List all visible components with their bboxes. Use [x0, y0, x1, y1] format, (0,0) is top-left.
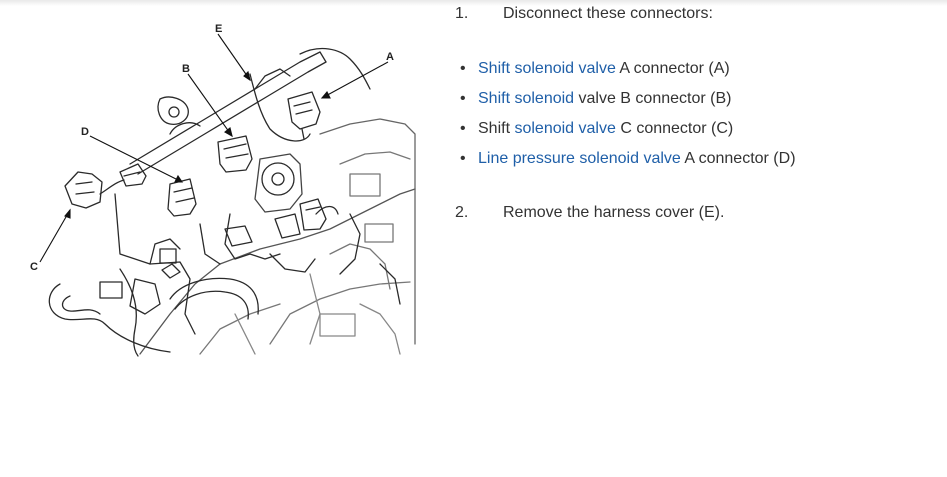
bullet: • — [460, 60, 466, 77]
shift-solenoid-valve-link[interactable]: Shift solenoid valve — [478, 60, 616, 77]
callout-e: E — [215, 23, 222, 35]
list-item: • Line pressure solenoid valve A connect… — [460, 150, 796, 180]
shift-solenoid-link[interactable]: Shift solenoid — [478, 90, 575, 107]
step-number: 2. — [455, 204, 469, 221]
callout-c: C — [30, 261, 38, 273]
connector-desc: A connector (A) — [615, 60, 730, 77]
connector-prefix: Shift — [478, 120, 515, 137]
callout-a: A — [386, 51, 394, 63]
harness-illustration: E B A D C — [20, 14, 420, 359]
bullet: • — [460, 120, 466, 137]
list-item: • Shift solenoid valve A connector (A) — [460, 60, 796, 90]
step-number: 1. — [455, 5, 469, 22]
list-item: • Shift solenoid valve B connector (B) — [460, 90, 796, 120]
bullet: • — [460, 150, 466, 167]
solenoid-valve-link[interactable]: solenoid valve — [514, 120, 616, 137]
line-pressure-solenoid-valve-link[interactable]: Line pressure solenoid valve — [478, 150, 681, 167]
list-item: • Shift solenoid valve C connector (C) — [460, 120, 796, 150]
callout-b: B — [182, 63, 190, 75]
connector-desc: valve B connector (B) — [574, 90, 732, 107]
bullet: • — [460, 90, 466, 107]
connector-desc: A connector (D) — [680, 150, 796, 167]
callout-d: D — [81, 126, 89, 138]
connector-desc: C connector (C) — [615, 120, 734, 137]
step-text: Remove the harness cover (E). — [503, 204, 725, 221]
top-shadow — [0, 0, 947, 6]
step-text: Disconnect these connectors: — [503, 5, 713, 22]
connector-list: • Shift solenoid valve A connector (A) •… — [460, 60, 796, 180]
